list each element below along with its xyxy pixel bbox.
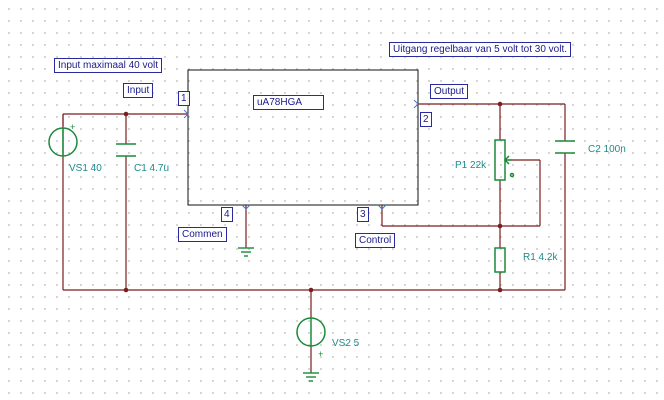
- svg-text:+: +: [318, 349, 323, 359]
- vs1-label: VS1 40: [69, 163, 102, 174]
- c1-capacitor-icon[interactable]: [116, 143, 136, 157]
- vs1-source-icon[interactable]: +: [48, 114, 78, 157]
- ground-icon: [303, 372, 319, 382]
- pin4-marker: [241, 204, 251, 210]
- p1-potentiometer-icon[interactable]: [494, 139, 515, 181]
- input-note[interactable]: Input maximaal 40 volt: [54, 58, 163, 73]
- c1-label: C1 4.7u: [134, 163, 170, 174]
- net-label-control[interactable]: Control: [355, 233, 396, 248]
- pin1-marker: [183, 109, 189, 119]
- pin3-marker: [377, 204, 387, 210]
- vs2-source-icon[interactable]: +: [296, 317, 326, 359]
- junction-dot: [497, 287, 503, 293]
- pin-3-label: 3: [357, 207, 369, 222]
- r1-resistor-icon[interactable]: [494, 247, 506, 273]
- p1-label: P1 22k: [455, 160, 487, 171]
- ic-body[interactable]: [187, 69, 419, 206]
- pin2-marker: [413, 99, 419, 109]
- c2-capacitor-icon[interactable]: [555, 140, 575, 154]
- svg-text:+: +: [70, 122, 75, 132]
- c2-label: C2 100n: [588, 144, 626, 155]
- junction-dot: [123, 287, 129, 293]
- ic-name-label[interactable]: uA78HGA: [253, 95, 324, 110]
- output-note[interactable]: Uitgang regelbaar van 5 volt tot 30 volt…: [389, 42, 571, 57]
- pin-2-label: 2: [420, 112, 432, 127]
- net-label-input[interactable]: Input: [123, 83, 154, 98]
- net-label-output[interactable]: Output: [430, 84, 469, 99]
- junction-dot: [308, 287, 314, 293]
- ground-icon: [238, 247, 254, 257]
- net-label-common[interactable]: Commen: [178, 227, 227, 242]
- vs2-label: VS2 5: [332, 338, 360, 349]
- junction-dot: [123, 111, 129, 117]
- pin-1-label: 1: [178, 91, 190, 106]
- junction-dot: [497, 223, 503, 229]
- r1-label: R1 4.2k: [523, 252, 558, 263]
- junction-dot: [497, 101, 503, 107]
- pin-4-label: 4: [221, 207, 233, 222]
